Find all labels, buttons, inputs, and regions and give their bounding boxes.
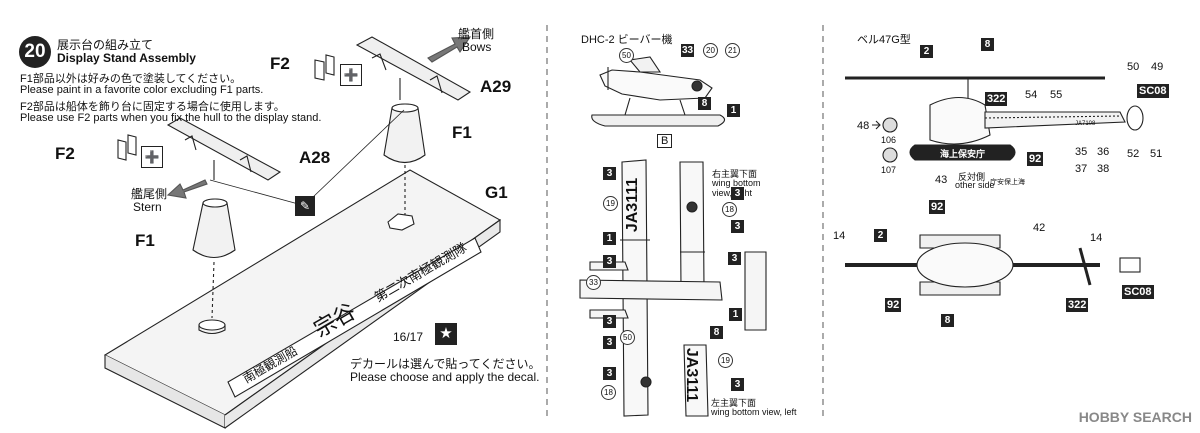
part-label-f1-left: F1 xyxy=(135,231,155,250)
dhc2-plan-callout-3f: 3 xyxy=(603,315,616,328)
dhc2-callout-21: 21 xyxy=(725,43,740,58)
dhc2-plan-callout-1b: 1 xyxy=(729,308,742,321)
step-title-jp: 展示台の組み立て xyxy=(57,38,154,52)
bell-callout-38: 38 xyxy=(1097,163,1110,175)
bell-callout-106: 106 xyxy=(881,135,897,145)
wing-registration-lower: JA3111 xyxy=(683,347,701,403)
bell47-title: ベル47G型 xyxy=(857,34,911,46)
dhc2-plan-callout-3b: 3 xyxy=(731,187,744,200)
part-label-f2-left: F2 xyxy=(55,144,75,163)
wing-bottom-right-jp: 右主翼下面 xyxy=(712,169,758,179)
f2-part-symbol-icon: ➕ xyxy=(141,146,163,168)
float-text: 海上保安庁 xyxy=(940,149,986,159)
bell-callout-36: 36 xyxy=(1097,146,1110,158)
bell-callout-37: 37 xyxy=(1075,163,1088,175)
dhc2-plan-callout-8: 8 xyxy=(710,326,723,339)
stern-label-en: Stern xyxy=(133,200,162,214)
bell-plan-callout-14a: 14 xyxy=(833,230,846,242)
dhc2-callout-20: 20 xyxy=(703,43,718,58)
bell-plan-callout-42: 42 xyxy=(1033,222,1046,234)
dhc2-plan-callout-50: 50 xyxy=(620,330,635,345)
other-side-text: 庁安保上海 xyxy=(990,179,1025,186)
bell-callout-50: 50 xyxy=(1127,61,1140,73)
watermark: HOBBY SEARCH xyxy=(1078,409,1192,425)
glue-symbol-icon: ✎ xyxy=(295,196,315,216)
bell-callout-51: 51 xyxy=(1150,148,1163,160)
dhc2-plan-callout-18b: 18 xyxy=(601,385,616,400)
other-side-en: other side xyxy=(955,180,995,190)
bell-plan-callout-92b: 92 xyxy=(885,298,902,312)
bell-callout-54: 54 xyxy=(1025,89,1038,101)
dhc2-plan-callout-3d: 3 xyxy=(728,252,741,265)
bell-callout-35: 35 xyxy=(1075,146,1088,158)
star-icon: ★ xyxy=(435,323,457,345)
bows-label-jp: 艦首側 xyxy=(458,27,495,41)
dhc2-plan-callout-3: 3 xyxy=(603,167,616,180)
dhc2-plan-callout-19: 19 xyxy=(603,196,618,211)
decal-number: 16/17 xyxy=(393,330,424,344)
step-title-en: Display Stand Assembly xyxy=(57,51,196,65)
wing-bottom-left-jp: 左主翼下面 xyxy=(711,398,757,408)
bell-callout-8: 8 xyxy=(981,38,994,51)
wing-bottom-left-en: wing bottom view, left xyxy=(711,407,797,417)
stern-label-jp: 艦尾側 xyxy=(131,187,168,201)
dhc2-callout-1: 1 xyxy=(727,104,740,117)
dhc2-callout-8: 8 xyxy=(698,97,711,110)
part-label-f1-right: F1 xyxy=(452,123,472,142)
part-label-a28: A28 xyxy=(299,148,331,167)
bell-callout-55: 55 xyxy=(1050,89,1063,101)
bell-plan-callout-sc08: SC08 xyxy=(1122,285,1154,299)
dhc2-plan-callout-3e: 3 xyxy=(603,255,616,268)
bell-plan-callout-322: 322 xyxy=(1066,298,1089,312)
bows-label-en: Bows xyxy=(462,40,492,54)
bell-callout-92: 92 xyxy=(1027,152,1044,166)
bell-callout-52: 52 xyxy=(1127,148,1140,160)
dhc2-callout-33: 33 xyxy=(681,44,694,57)
decal-note-jp: デカールは選んで貼ってください。 xyxy=(350,357,541,371)
dhc2-callout-50: 50 xyxy=(619,48,634,63)
bell-callout-2: 2 xyxy=(920,45,933,58)
f2-part-symbol-icon: ➕ xyxy=(340,64,362,86)
tail-registration: JA7108 xyxy=(1075,121,1096,127)
part-label-f2-top: F2 xyxy=(270,54,290,73)
dhc2-plan-callout-3h: 3 xyxy=(603,367,616,380)
bell-callout-107: 107 xyxy=(881,165,897,175)
note-2-en: Please use F2 parts when you fix the hul… xyxy=(20,112,322,124)
note-1-jp: F1部品以外は好みの色で塗装してください。 xyxy=(20,73,242,85)
note-2-jp: F2部品は船体を飾り台に固定する場合に使用します。 xyxy=(20,101,285,113)
bell-plan-callout-14b: 14 xyxy=(1090,232,1103,244)
dhc2-plan-callout-18: 18 xyxy=(722,202,737,217)
note-1-en: Please paint in a favorite color excludi… xyxy=(20,84,264,96)
dhc2-plan-callout-1: 1 xyxy=(603,232,616,245)
bell-callout-43: 43 xyxy=(935,174,948,186)
dhc2-plan-callout-3g: 3 xyxy=(603,336,616,349)
bell-plan-callout-92a: 92 xyxy=(929,200,946,214)
bell-callout-49: 49 xyxy=(1151,61,1164,73)
dhc2-plan-callout-19b: 19 xyxy=(718,353,733,368)
step-number-badge: 20 xyxy=(19,36,51,68)
part-label-g1: G1 xyxy=(485,183,508,202)
part-label-a29: A29 xyxy=(480,77,512,96)
bell-callout-sc08: SC08 xyxy=(1137,84,1169,98)
dhc2-plan-callout-3c: 3 xyxy=(731,220,744,233)
bell-plan-callout-2: 2 xyxy=(874,229,887,242)
decal-note-en: Please choose and apply the decal. xyxy=(350,370,540,384)
wing-registration-upper: JA3111 xyxy=(624,177,642,233)
dhc2-plan-callout-3i: 3 xyxy=(731,378,744,391)
dhc2-callout-b: B xyxy=(657,134,673,148)
bell-callout-322: 322 xyxy=(985,92,1008,106)
dhc2-title: DHC-2 ビーバー機 xyxy=(581,34,673,46)
bell-callout-48: 48 xyxy=(857,120,870,132)
dhc2-plan-callout-33: 33 xyxy=(586,275,601,290)
other-side-jp: 反対側 xyxy=(958,172,986,182)
bell-plan-callout-8: 8 xyxy=(941,314,954,327)
